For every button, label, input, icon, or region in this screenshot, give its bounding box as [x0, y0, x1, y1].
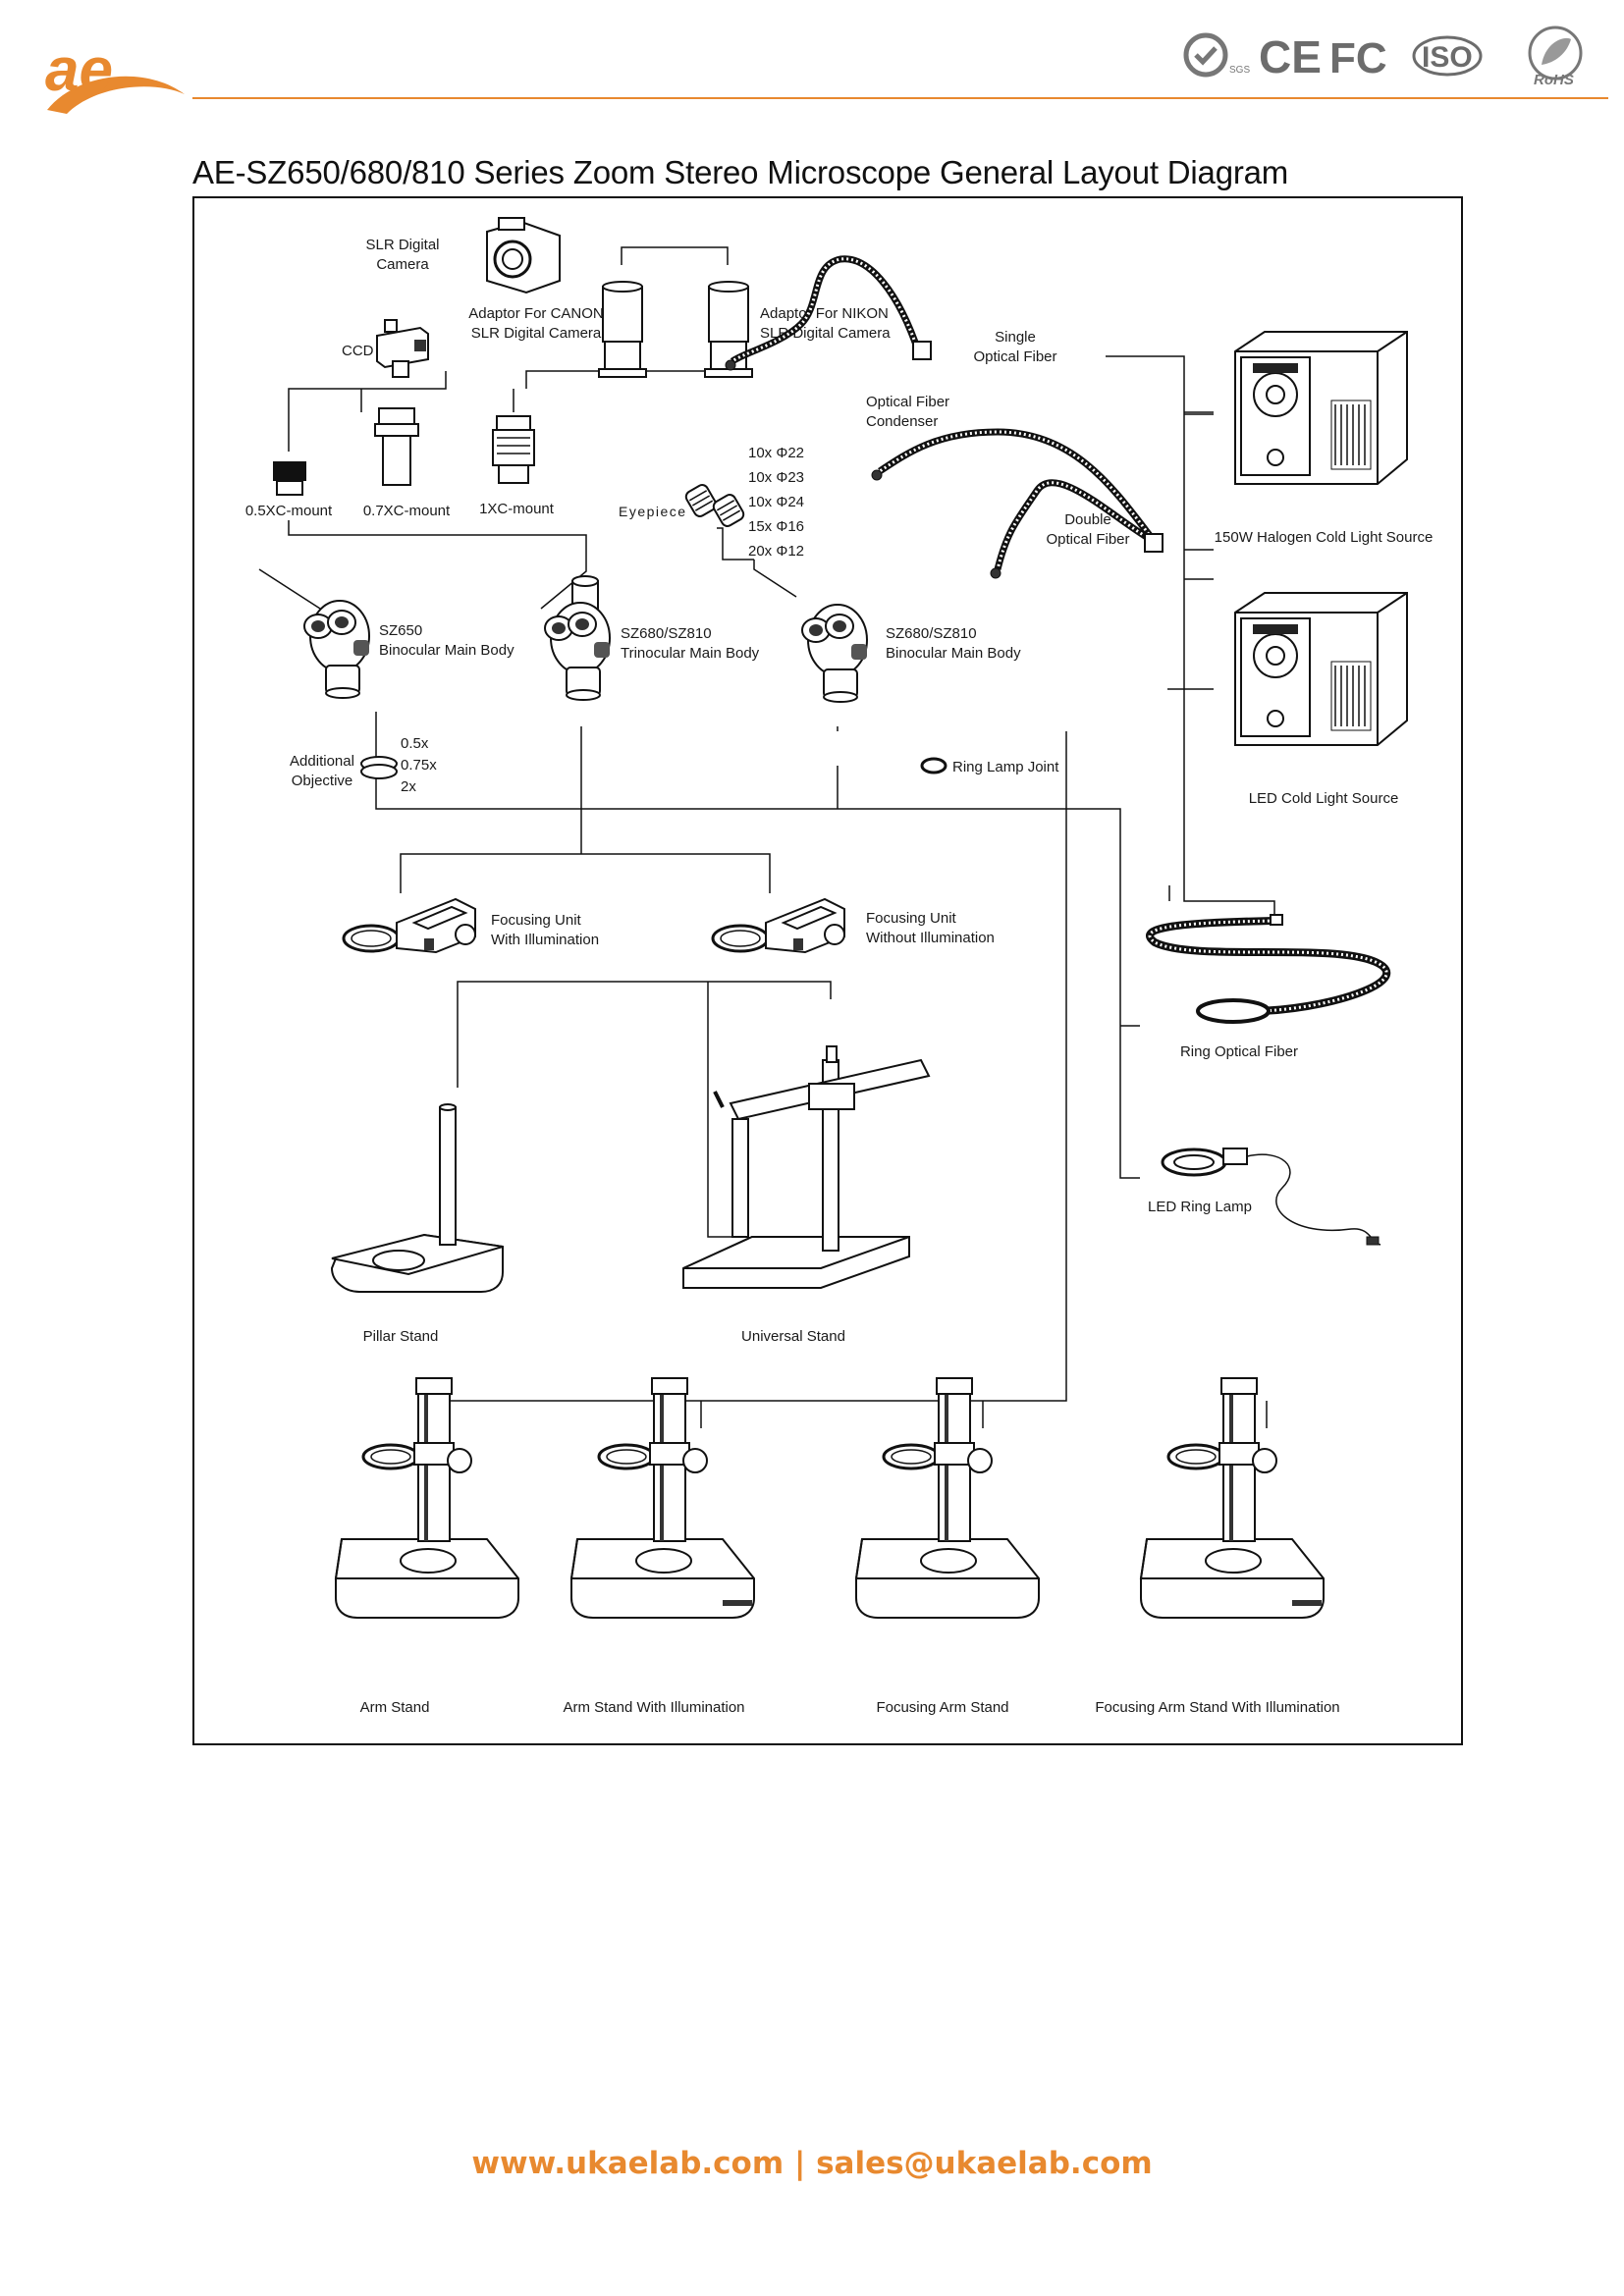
nikon-adaptor-label-1: Adaptor For NIKON [760, 305, 889, 322]
canon-adaptor-label-2: SLR Digital Camera [471, 325, 602, 342]
canon-adaptor-icon [598, 281, 647, 378]
halogen-light-source-icon [1234, 331, 1408, 485]
slr-camera-icon [486, 217, 561, 294]
focusing-unit-with-illumination-icon [342, 897, 477, 954]
ccd-label: CCD [342, 343, 374, 359]
layout-diagram: SLR Digital Camera Adaptor For CANON SLR… [192, 196, 1463, 1745]
rohs-label: RoHS [1534, 72, 1574, 88]
ring-lamp-joint-icon [920, 757, 947, 774]
condenser-label-2: Condenser [866, 413, 938, 430]
fc-mark: FC [1329, 34, 1387, 82]
universal-stand-label: Universal Stand [741, 1328, 845, 1345]
pillar-stand-icon [330, 1103, 504, 1293]
sz680-trinocular-body-icon [544, 575, 611, 701]
pillar-stand-label: Pillar Stand [363, 1328, 439, 1345]
body-2-name: Trinocular Main Body [621, 645, 760, 662]
led-ring-lamp-icon [1161, 1148, 1381, 1246]
single-optical-fiber-icon [725, 255, 932, 371]
footer-contact: www.ukaelab.com | sales@ukaelab.com [0, 2146, 1624, 2181]
arm-stand-label-3: Focusing Arm Stand [876, 1699, 1008, 1716]
logo-text: ae [45, 36, 113, 104]
eyepiece-option-3: 10x Φ24 [748, 494, 804, 510]
single-fiber-label-1: Single [995, 329, 1036, 346]
double-fiber-label-2: Optical Fiber [1046, 531, 1129, 548]
slr-camera-label-1: SLR Digital [365, 237, 439, 253]
halogen-source-label: 150W Halogen Cold Light Source [1215, 529, 1434, 546]
eyepiece-label: Eyepiece [619, 504, 687, 519]
focusing-arm-stand-with-illumination-icon [1139, 1376, 1326, 1620]
eyepiece-option-5: 20x Φ12 [748, 543, 804, 560]
eyepiece-option-2: 10x Φ23 [748, 469, 804, 486]
mount-label-05x: 0.5XC-mount [245, 503, 333, 519]
sz650-binocular-body-icon [303, 600, 370, 699]
ring-lamp-joint-label: Ring Lamp Joint [952, 759, 1059, 775]
body-2-model: SZ680/SZ810 [621, 625, 712, 642]
eyepiece-option-4: 15x Φ16 [748, 518, 804, 535]
eyepiece-icon [684, 484, 745, 527]
led-source-label: LED Cold Light Source [1249, 790, 1399, 807]
universal-stand-icon [682, 1045, 931, 1289]
eyepiece-option-1: 10x Φ22 [748, 445, 804, 461]
single-fiber-label-2: Optical Fiber [973, 348, 1056, 365]
focus-unit-1-label-2: With Illumination [491, 932, 599, 948]
diagram-frame [192, 196, 1463, 1745]
arm-stand-with-illumination-icon [569, 1376, 756, 1620]
ring-optical-fiber-icon [1146, 914, 1390, 1024]
footer-separator: | [784, 2146, 817, 2181]
objective-value-2: 0.75x [401, 757, 437, 774]
led-ring-lamp-label: LED Ring Lamp [1148, 1199, 1252, 1215]
focusing-arm-stand-icon [854, 1376, 1041, 1620]
body-3-model: SZ680/SZ810 [886, 625, 977, 642]
mount-label-07x: 0.7XC-mount [363, 503, 451, 519]
ce-mark: CE [1259, 31, 1322, 82]
iso-mark-icon: ISO [1412, 35, 1483, 77]
condenser-label-1: Optical Fiber [866, 394, 949, 410]
double-optical-fiber-icon [871, 428, 1164, 579]
body-1-model: SZ650 [379, 622, 422, 639]
page-title: AE-SZ650/680/810 Series Zoom Stereo Micr… [192, 154, 1289, 190]
arm-stand-icon [334, 1376, 520, 1620]
mount-07x-icon [374, 407, 419, 486]
double-fiber-label-1: Double [1064, 511, 1111, 528]
mount-05x-icon [273, 461, 306, 496]
arm-stand-label-1: Arm Stand [360, 1699, 430, 1716]
mount-1x-icon [492, 415, 535, 484]
objective-value-3: 2x [401, 778, 416, 795]
rohs-mark-icon: RoHS [1528, 26, 1583, 88]
led-light-source-icon [1234, 592, 1408, 746]
header-rule [192, 97, 1608, 99]
slr-camera-label-2: Camera [376, 256, 429, 273]
arm-stand-label-4: Focusing Arm Stand With Illumination [1095, 1699, 1339, 1716]
connector-lines [258, 246, 1275, 1428]
focus-unit-2-label-1: Focusing Unit [866, 910, 957, 927]
body-3-name: Binocular Main Body [886, 645, 1021, 662]
sgs-mark-icon: SGS [1183, 32, 1250, 78]
ccd-camera-icon [376, 319, 429, 378]
sz680-binocular-body-icon [801, 604, 868, 703]
ring-fiber-label: Ring Optical Fiber [1180, 1043, 1298, 1060]
company-logo: ae [45, 36, 185, 114]
certification-marks: SGS CE FC ISO RoHS [1182, 22, 1604, 90]
iso-label: ISO [1422, 41, 1473, 74]
body-1-name: Binocular Main Body [379, 642, 514, 659]
focusing-unit-without-illumination-icon [711, 897, 846, 954]
canon-adaptor-label-1: Adaptor For CANON [468, 305, 604, 322]
sgs-label: SGS [1229, 65, 1250, 76]
focus-unit-1-label-1: Focusing Unit [491, 912, 582, 929]
mount-label-1x: 1XC-mount [479, 501, 555, 517]
footer-website-link[interactable]: www.ukaelab.com [471, 2146, 785, 2181]
footer-email-link[interactable]: sales@ukaelab.com [816, 2146, 1153, 2181]
focus-unit-2-label-2: Without Illumination [866, 930, 995, 946]
additional-objective-icon [360, 756, 398, 779]
objective-value-1: 0.5x [401, 735, 429, 752]
arm-stand-label-2: Arm Stand With Illumination [563, 1699, 744, 1716]
objective-label-2: Objective [292, 773, 353, 789]
objective-label-1: Additional [290, 753, 354, 770]
